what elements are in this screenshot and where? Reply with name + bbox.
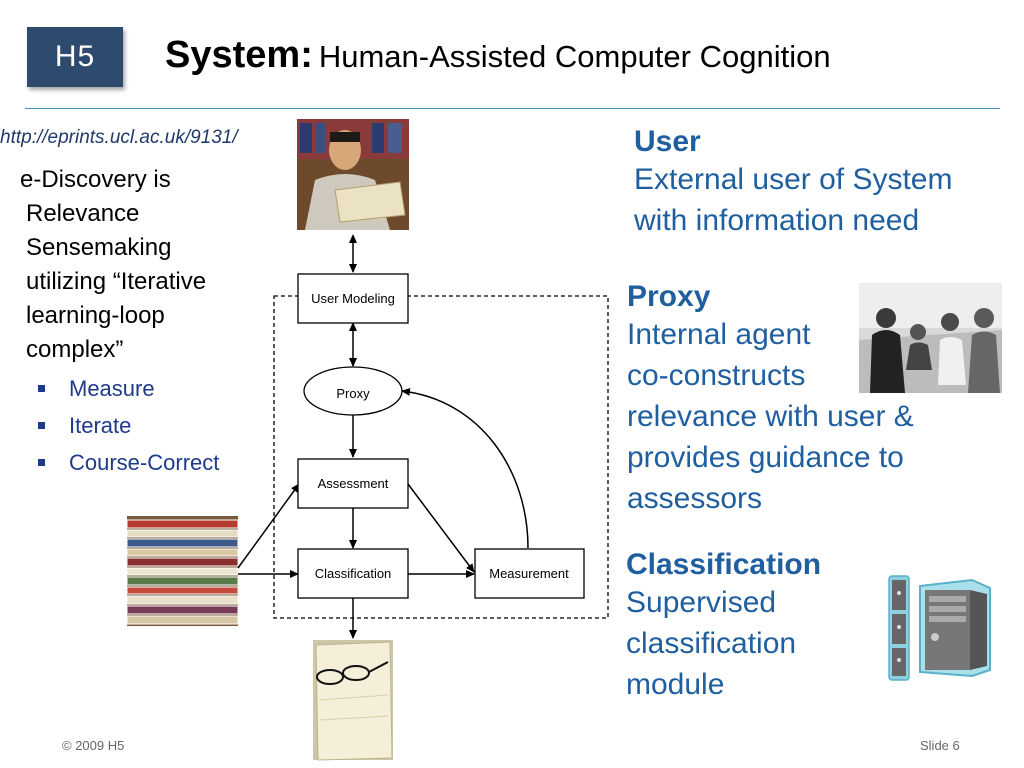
title-subtitle: Human-Assisted Computer Cognition [318,39,831,74]
proxy-section: Proxy Internal agent co-constructs relev… [627,280,914,519]
body-text: e-Discovery is Relevance Sensemaking uti… [20,163,260,367]
body-line: Sensemaking [26,234,172,261]
classification-line: classification [626,627,797,660]
source-url-link[interactable]: http://eprints.ucl.ac.uk/9131/ [0,127,238,148]
bullet-label: Course-Correct [69,449,220,475]
user-line: with information need [634,204,920,237]
proxy-ellipse [303,366,403,416]
measurement-label: Measurement [489,566,569,581]
user-modeling-label: User Modeling [311,291,395,306]
system-boundary [273,295,609,619]
bullet-label: Iterate [69,412,132,438]
user-modeling-box [297,273,409,324]
classification-heading: Classification [626,548,822,581]
meeting-photo [859,283,1002,393]
books-photo [126,516,239,626]
user-section: User External user of System with inform… [634,125,952,241]
body-line: Relevance [26,200,140,227]
proxy-line: relevance with user & [627,400,914,433]
bullet-item: Course-Correct [38,444,219,481]
proxy-line: Internal agent [627,318,811,351]
user-photo [297,119,409,230]
bullet-square-icon [38,459,45,466]
books-to-assessment-arrow [237,483,300,569]
measurement-feedback-arrow [401,387,529,549]
proxy-label: Proxy [336,386,370,401]
papers-photo [313,640,393,761]
classification-label: Classification [315,566,392,581]
header-rule [25,108,1000,109]
assessment-label: Assessment [318,476,389,491]
body-line: complex” [26,336,124,363]
proxy-line: provides guidance to [627,441,904,474]
classification-line: Supervised [626,586,777,619]
footer-slide-number: Slide 6 [920,738,960,753]
bullet-list: Measure Iterate Course-Correct [38,370,219,481]
bullet-square-icon [38,422,45,429]
measurement-box [474,548,585,599]
assessment-box [297,458,409,509]
footer-copyright: © 2009 H5 [62,738,125,753]
classification-line: module [626,668,725,701]
server-icon [888,575,991,681]
proxy-line: co-constructs [627,359,806,392]
h5-logo: H5 [27,27,123,87]
body-line: e-Discovery is [20,166,171,193]
body-line: utilizing “Iterative [26,268,207,295]
bullet-label: Measure [69,375,155,401]
user-line: External user of System [634,163,953,196]
bullet-item: Measure [38,370,219,407]
user-heading: User [634,125,701,158]
body-line: learning-loop [26,302,165,329]
bullet-item: Iterate [38,407,219,444]
slide-title: System:Human-Assisted Computer Cognition [165,34,831,77]
proxy-line: assessors [627,482,763,515]
proxy-heading: Proxy [627,280,711,313]
classification-section: Classification Supervised classification… [626,548,821,705]
title-bold: System: [165,34,313,76]
assessment-to-measurement-arrow [407,483,475,573]
bullet-square-icon [38,385,45,392]
classification-box [297,548,409,599]
